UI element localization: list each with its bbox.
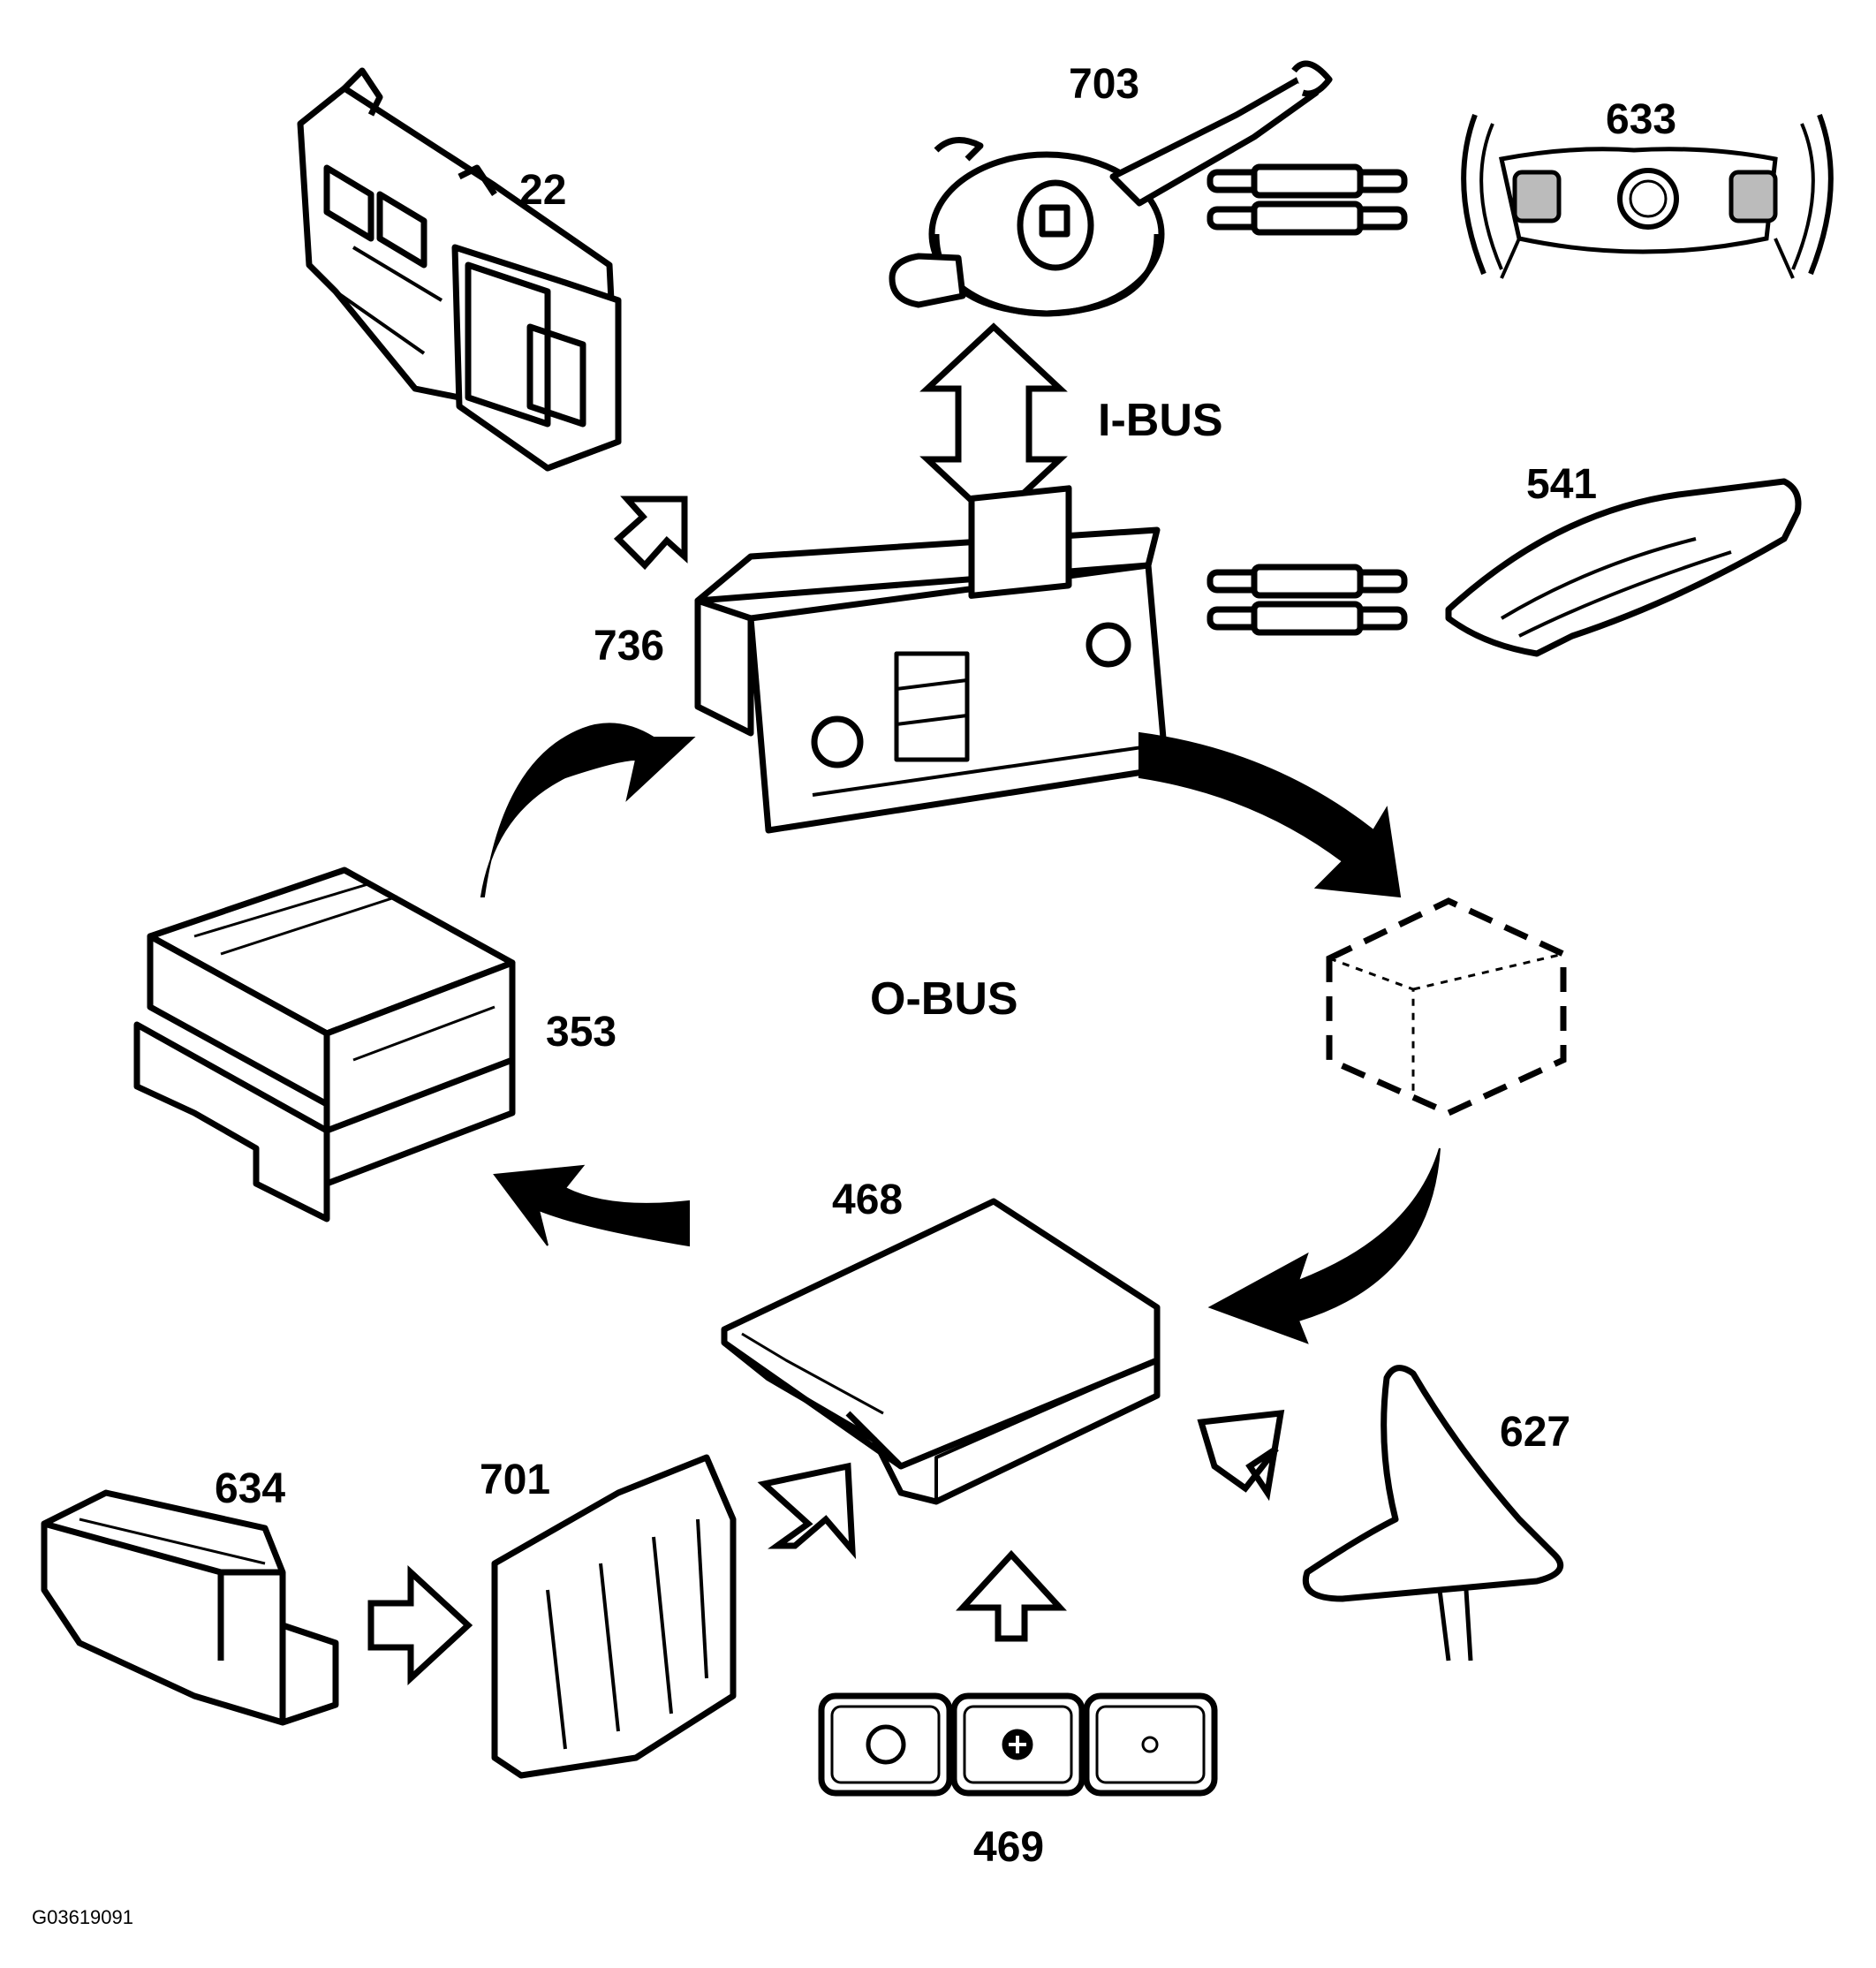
component-627 [1303,1365,1564,1661]
label-634: 634 [215,1465,286,1512]
label-703: 703 [1069,61,1140,108]
connector-736-541 [1210,567,1404,632]
arrow-634-to-701 [367,1565,473,1685]
label-701: 701 [480,1457,551,1503]
component-468 [721,1198,1161,1505]
component-469 [818,1692,1218,1797]
component-optional-cube [1326,897,1567,1116]
obus-ring-arrows [480,723,1441,1344]
label-468: 468 [832,1177,904,1223]
label-633: 633 [1606,96,1677,143]
label-541: 541 [1526,461,1598,508]
component-541 [1445,478,1802,657]
figure-code: G03619091 [32,1906,133,1928]
label-353: 353 [546,1009,617,1056]
ibus-label: I-BUS [1098,395,1223,446]
component-353 [133,867,516,1222]
obus-label: O-BUS [870,973,1018,1025]
label-469: 469 [973,1824,1045,1871]
arrow-627-to-468 [1197,1410,1285,1502]
arrow-701-to-468 [757,1462,857,1560]
connector-703-633 [1210,167,1404,232]
label-736: 736 [594,623,665,670]
component-736 [694,485,1169,834]
label-627: 627 [1500,1409,1571,1456]
component-22 [297,67,622,472]
component-633 [1461,113,1834,279]
label-22: 22 [519,167,567,214]
component-701 [491,1454,737,1779]
arrow-469-to-468 [956,1549,1067,1642]
component-703 [889,60,1333,317]
arrow-22-to-736 [613,496,688,571]
component-634 [41,1489,339,1726]
